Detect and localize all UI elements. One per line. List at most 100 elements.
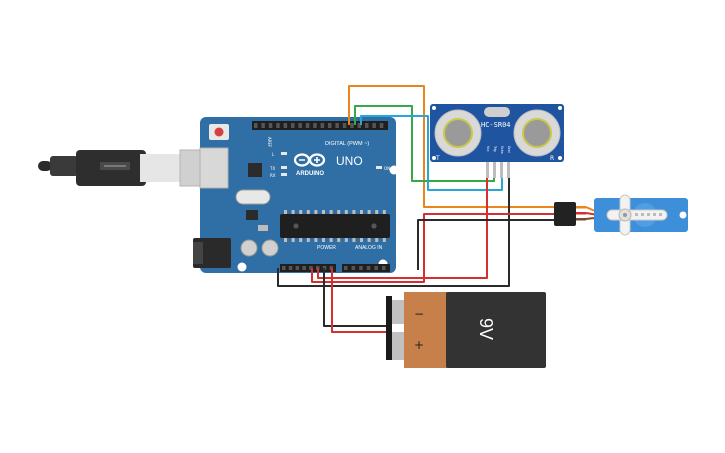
chip-pin	[375, 210, 379, 214]
header-pin	[359, 266, 363, 270]
chip-pin	[322, 210, 325, 214]
usb-cable	[38, 149, 227, 187]
chip-pin	[299, 210, 303, 214]
model-label: UNO	[336, 154, 363, 168]
chip-pin	[367, 210, 371, 214]
receiver-icon	[513, 109, 561, 157]
chip-pin	[337, 238, 341, 242]
sensor-label: HC-SR04	[481, 121, 511, 129]
pin-label-vcc: Vcc	[486, 146, 490, 152]
chip-pin	[306, 210, 310, 214]
chip-pin	[382, 210, 386, 214]
header-pin	[295, 266, 300, 270]
header-pin	[309, 266, 313, 270]
wire-black-sensor-gnd	[277, 178, 510, 287]
chip-pin	[352, 210, 356, 214]
chip-pin	[375, 238, 379, 242]
header-pin	[366, 266, 371, 270]
chip-pin	[284, 238, 287, 242]
chip-pin	[314, 210, 318, 214]
l-led	[281, 152, 287, 155]
chip-pin	[291, 238, 295, 242]
wire-orange	[348, 85, 554, 208]
arduino-board: L TX RX ON AREF DIGITAL (PWM ~) ARDUINO …	[193, 117, 399, 273]
header-pin	[268, 123, 273, 128]
chip-pin	[360, 238, 363, 242]
header-pin	[283, 123, 288, 128]
header-pin	[379, 123, 384, 128]
crystal	[235, 189, 271, 205]
header-pin	[328, 123, 332, 128]
oscillator	[484, 107, 510, 117]
wire-red-sensor-vcc	[317, 178, 488, 279]
tx-label: TX	[269, 166, 275, 171]
header-pin	[382, 266, 386, 270]
chip-pin	[314, 238, 318, 242]
header-pin	[291, 123, 295, 128]
power-header	[280, 264, 336, 272]
usb-chip	[248, 163, 262, 177]
header-pin	[374, 266, 378, 270]
sensor-t-label: T	[435, 155, 440, 162]
battery-minus-label: −	[414, 307, 424, 321]
servo-connector	[554, 202, 576, 226]
chip-pin	[306, 238, 310, 242]
sensor-pins	[486, 162, 510, 178]
aref-label: AREF	[267, 137, 272, 148]
l-label: L	[272, 152, 275, 157]
mount-hole	[237, 262, 247, 272]
battery-label: 9V	[476, 318, 496, 340]
battery-terminal-positive	[392, 332, 406, 360]
battery-9v: − + 9V	[386, 292, 546, 368]
battery-terminal-negative	[392, 300, 406, 324]
atmega-chip	[280, 214, 390, 238]
brand-label: ARDUINO	[296, 171, 324, 177]
header-pin	[282, 266, 286, 270]
header-pin	[302, 266, 306, 270]
chip-pin	[291, 210, 295, 214]
ultrasonic-sensor: HC-SR04 T R Vcc Trig Echo Gnd	[430, 104, 564, 178]
horn-hole	[641, 213, 644, 216]
chip-pin	[299, 238, 303, 242]
wire-black-servo	[417, 219, 554, 270]
chip-pin	[360, 210, 363, 214]
chip-pin	[367, 238, 371, 242]
power-label: POWER	[317, 245, 336, 251]
digital-label: DIGITAL (PWM ~)	[325, 141, 369, 147]
chip-pin	[344, 238, 348, 242]
rx-led	[281, 173, 287, 176]
wire-cyan	[360, 115, 503, 191]
horn-hole	[635, 213, 638, 216]
reset-button-cap[interactable]	[214, 127, 224, 137]
wire-black-battery	[323, 268, 386, 327]
header-pin	[342, 123, 347, 128]
battery-body	[446, 292, 546, 368]
chip-pin	[344, 210, 348, 214]
header-pin	[335, 123, 339, 128]
header-pin	[313, 123, 317, 128]
on-label: ON	[384, 166, 390, 171]
chip-pin	[284, 210, 287, 214]
horn-hole	[659, 213, 662, 216]
header-pin	[288, 266, 293, 270]
chip-pin	[352, 238, 356, 242]
transmitter-icon	[434, 109, 482, 157]
battery-copper-band	[404, 292, 448, 368]
usb-port	[199, 147, 229, 189]
header-pin	[320, 123, 325, 128]
header-pin	[351, 266, 356, 270]
header-pin	[276, 123, 280, 128]
battery-plus-label: +	[414, 338, 424, 352]
servo-motor	[554, 194, 688, 236]
sensor-r-label: R	[550, 155, 554, 162]
header-pin	[350, 123, 354, 128]
header-pin	[261, 123, 265, 128]
analog-label: ANALOG IN	[355, 245, 383, 251]
wire-red-servo	[311, 213, 554, 283]
pin-label-trig: Trig	[493, 145, 497, 152]
on-led	[376, 166, 382, 169]
horn-hole	[653, 213, 656, 216]
horn-hole	[647, 213, 650, 216]
chip-pin	[337, 210, 341, 214]
